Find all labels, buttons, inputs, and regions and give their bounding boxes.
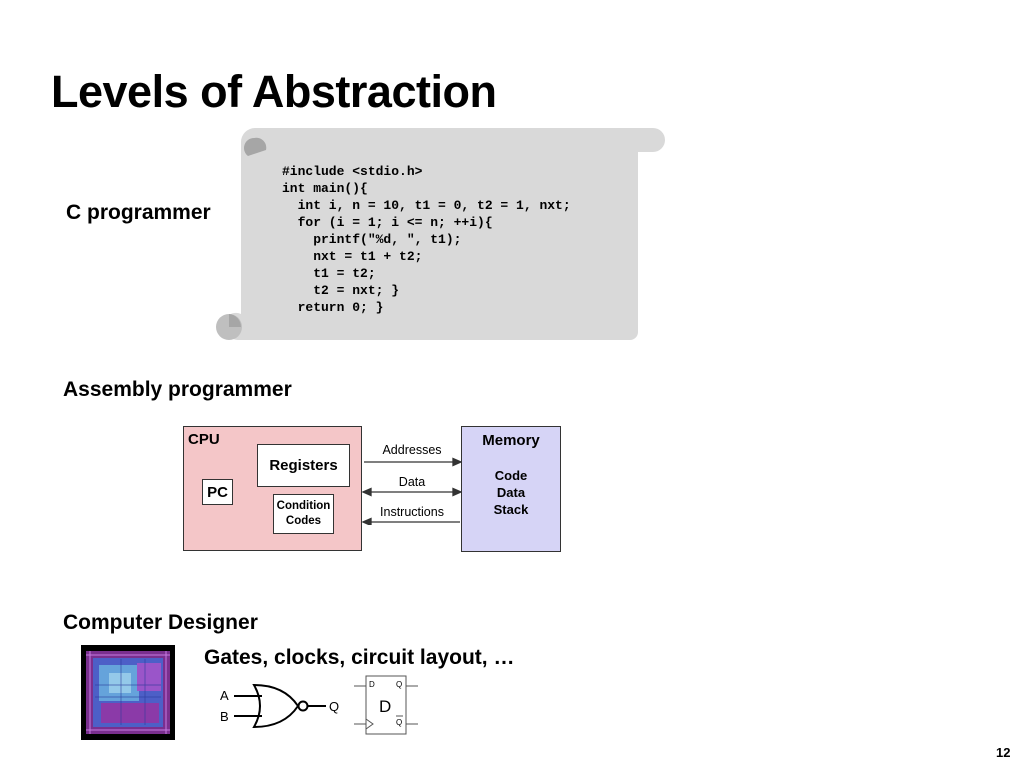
memory-item-code: Code [494,468,528,483]
code-line: printf("%d, ", t1); [282,232,462,247]
slide-title: Levels of Abstraction [51,66,497,117]
memory-box [461,426,561,552]
memory-item-stack: Stack [493,502,529,517]
ff-q-pin: Q [396,680,402,689]
code-line: return 0; } [282,300,384,315]
condition-codes-line1: Condition [276,500,331,512]
chip-die-image [81,645,175,740]
gates-description: Gates, clocks, circuit layout, … [204,646,515,669]
code-line: nxt = t1 + t2; [282,249,423,264]
memory-contents: Code Data Stack [461,467,561,518]
registers-box: Registers [257,444,350,487]
code-line: t1 = t2; [282,266,376,281]
scroll-shape [216,128,665,340]
memory-label: Memory [482,432,540,449]
c-programmer-label: C programmer [66,201,211,224]
code-line: int i, n = 10, t1 = 0, t2 = 1, nxt; [282,198,571,213]
ff-qbar-pin: Q [396,718,402,727]
gate-input-a: A [220,688,229,703]
ff-d-pin: D [369,680,375,689]
bus-arrows [362,457,462,525]
cpu-label: CPU [188,431,220,448]
code-line: for (i = 1; i <= n; ++i){ [282,215,493,230]
computer-designer-label: Computer Designer [63,611,258,634]
condition-codes-line2: Codes [285,515,322,527]
pc-box: PC [202,479,233,505]
gate-input-b: B [220,709,229,724]
data-label: Data [398,475,426,489]
page-number: 12 [996,745,1011,760]
memory-item-data: Data [496,485,526,500]
addresses-label: Addresses [382,443,442,457]
gate-output-q: Q [329,699,339,714]
code-line: #include <stdio.h> [282,164,423,179]
assembly-programmer-label: Assembly programmer [63,378,292,401]
d-flip-flop-icon: D Q Q D [354,675,418,735]
ff-center-label: D [379,697,391,716]
code-block: #include <stdio.h> int main(){ int i, n =… [282,163,571,316]
instructions-label: Instructions [380,505,444,519]
condition-codes-box: Condition Codes [273,494,334,534]
nor-gate-icon: A B Q [220,683,339,729]
code-line: t2 = nxt; } [282,283,400,298]
code-line: int main(){ [282,181,368,196]
